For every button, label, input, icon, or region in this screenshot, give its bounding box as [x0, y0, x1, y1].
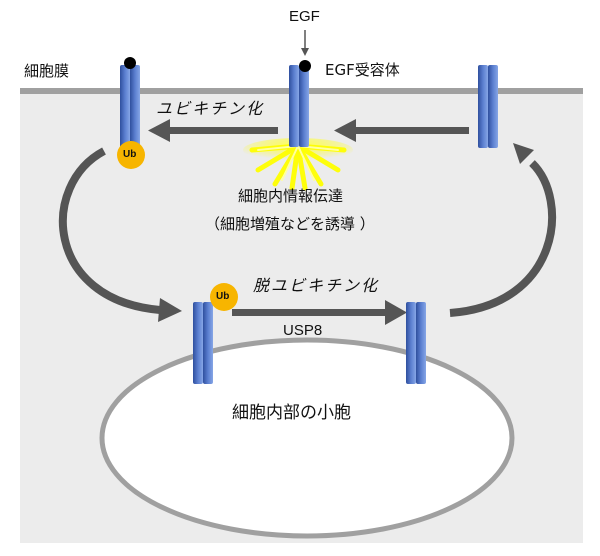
- receptor-recycled: [478, 65, 498, 148]
- signaling-label: 細胞内情報伝達: [238, 187, 344, 205]
- ubiquitination-label: ユビキチン化: [156, 99, 265, 118]
- egf-ligand-icon: [299, 60, 311, 72]
- arrow-ubiquitination: [148, 119, 278, 142]
- egf-label: EGF: [289, 8, 320, 25]
- ubiquitin-icon: [210, 283, 238, 311]
- deubiquitination-label: 脱ユビキチン化: [253, 276, 380, 295]
- arrow-endocytosis: [59, 147, 182, 322]
- receptor-vesicle-deubiquitinated: [406, 302, 426, 384]
- ubiquitin-label: Ub: [216, 291, 230, 302]
- ubiquitin-icon: [117, 141, 145, 169]
- arrow-recycling-to-active: [334, 119, 469, 142]
- vesicle-label: 細胞内部の小胞: [232, 403, 351, 423]
- receptor-ubiquitinated: [117, 57, 145, 169]
- plasma-membrane-label: 細胞膜: [24, 62, 70, 80]
- egf-receptor-label: EGF受容体: [325, 61, 400, 79]
- receptor-vesicle-ubiquitinated: [193, 283, 238, 384]
- arrow-recycling: [449, 143, 557, 317]
- egf-ligand-icon: [124, 57, 136, 69]
- egf-binding-arrow: [301, 30, 309, 56]
- signaling-sub-label: （細胞増殖などを誘導 ）: [205, 215, 375, 233]
- ubiquitin-label: Ub: [123, 149, 137, 160]
- usp8-label: USP8: [283, 322, 323, 339]
- receptor-active: [289, 60, 311, 147]
- intracellular-vesicle: [99, 337, 515, 539]
- arrow-deubiquitination: [232, 300, 407, 325]
